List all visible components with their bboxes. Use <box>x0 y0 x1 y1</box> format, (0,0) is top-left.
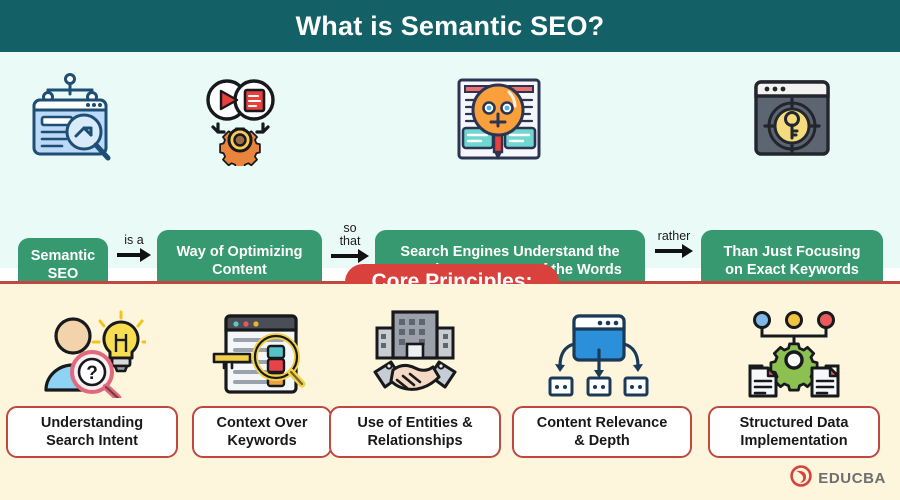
browser-distribution-icon <box>512 306 684 398</box>
definition-flow-section: Semantic SEO is a Way of Optimizing Cont… <box>0 52 900 294</box>
header-bar: What is Semantic SEO? <box>0 0 900 52</box>
browser-search-icon <box>18 68 122 168</box>
educba-logo: EDUCBA <box>790 465 886 492</box>
principle-label: Context Over Keywords <box>216 414 308 449</box>
connector-label: so that <box>339 221 361 249</box>
principle-card: Context Over Keywords <box>192 406 332 458</box>
semantic-understanding-icon <box>447 68 551 168</box>
connector-is-a: is a <box>112 233 156 263</box>
principle-use-of-entities: Use of Entities & Relationships <box>329 306 501 458</box>
svg-text:?: ? <box>86 363 98 384</box>
educba-wordmark: EDUCBA <box>818 470 886 487</box>
core-principles-section: ? Understanding Search Intent <box>0 284 900 500</box>
principle-card: Structured Data Implementation <box>708 406 880 458</box>
principle-card: Use of Entities & Relationships <box>329 406 501 458</box>
flow-box-row: Semantic SEO is a Way of Optimizing Cont… <box>0 186 900 294</box>
schema-gear-documents-icon <box>708 306 880 398</box>
arrow-icon <box>112 248 156 263</box>
principle-label: Use of Entities & Relationships <box>357 414 473 449</box>
principle-content-relevance: Content Relevance & Depth <box>512 306 692 458</box>
principle-card: Content Relevance & Depth <box>512 406 692 458</box>
principle-label: Understanding Search Intent <box>40 414 144 449</box>
connector-label: rather <box>657 229 691 243</box>
principle-context-over-keywords: Context Over Keywords <box>176 306 348 458</box>
keyword-target-key-icon <box>740 68 844 168</box>
flow-icon-row <box>0 68 900 178</box>
principle-label: Content Relevance & Depth <box>536 414 668 449</box>
principle-structured-data: Structured Data Implementation <box>708 306 880 458</box>
connector-rather: rather <box>649 229 699 259</box>
arrow-icon <box>326 249 374 264</box>
user-question-bulb-icon: ? <box>6 306 178 398</box>
flow-box-label: Semantic SEO <box>30 248 96 282</box>
flow-box-label: Way of Optimizing Content <box>176 244 303 278</box>
arrow-icon <box>649 244 699 259</box>
connector-so-that: so that <box>326 221 374 264</box>
connector-label: is a <box>124 233 144 247</box>
flow-box-label: Than Just Focusing on Exact Keywords <box>723 244 861 278</box>
principle-label: Structured Data Implementation <box>739 414 849 449</box>
principle-card: Understanding Search Intent <box>6 406 178 458</box>
document-magnifier-key-icon <box>176 306 348 398</box>
building-handshake-icon <box>329 306 501 398</box>
educba-play-circle-icon <box>790 465 812 492</box>
principle-understanding-search-intent: ? Understanding Search Intent <box>6 306 178 458</box>
page-title: What is Semantic SEO? <box>295 10 605 41</box>
content-optimization-gear-icon <box>188 68 292 168</box>
